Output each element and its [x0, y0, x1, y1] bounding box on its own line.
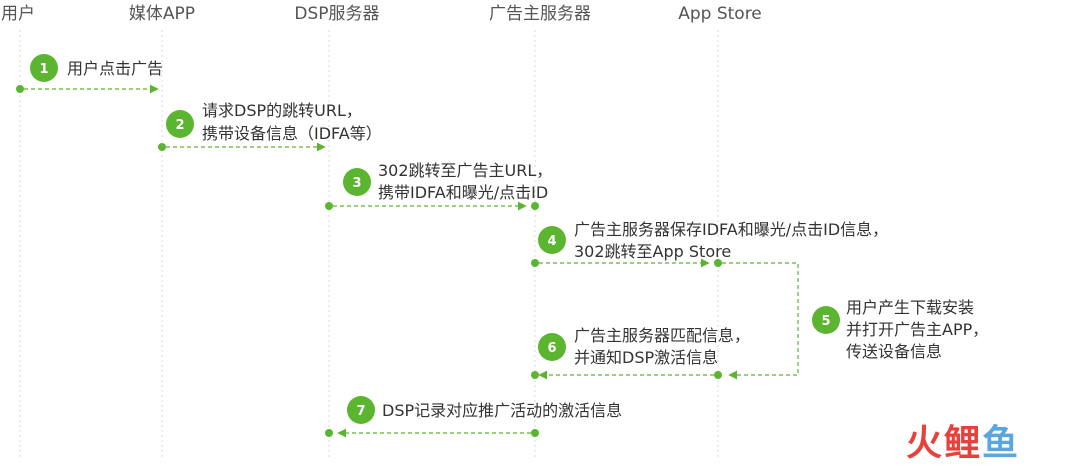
actor-media-app: 媒体APP	[129, 4, 195, 24]
step-label-line-1: 广告主服务器匹配信息，	[574, 326, 750, 345]
step-6: 6 广告主服务器匹配信息， 并通知DSP激活信息	[531, 326, 750, 380]
actor-advertiser-server: 广告主服务器	[489, 4, 591, 24]
actor-headers: 用户 媒体APP DSP服务器 广告主服务器 App Store	[1, 4, 762, 24]
step-start-dot	[714, 371, 722, 379]
actor-dsp-server: DSP服务器	[294, 4, 379, 24]
step-badge	[538, 333, 566, 361]
step-start-dot	[158, 143, 166, 151]
step-label-line-1: 用户产生下载安装	[846, 298, 974, 317]
step-number: 6	[547, 341, 556, 356]
step-1: 1 用户点击广告	[16, 54, 163, 94]
step-badge	[30, 54, 58, 82]
step-label: 用户点击广告	[67, 59, 163, 78]
watermark-char: 鱼	[982, 423, 1020, 464]
step-label-line-3: 传送设备信息	[846, 342, 942, 361]
step-badge	[166, 110, 194, 138]
step-label-line-2: 并打开广告主APP，	[846, 320, 988, 339]
step-label-line-2: 302跳转至App Store	[574, 242, 731, 261]
lifelines	[19, 30, 719, 460]
step-badge	[538, 226, 566, 254]
step-number: 3	[352, 176, 361, 191]
step-7: 7 DSP记录对应推广活动的激活信息	[325, 396, 622, 438]
step-label-line-1: 302跳转至广告主URL，	[378, 161, 552, 180]
step-number: 5	[821, 314, 830, 329]
step-number: 4	[547, 234, 556, 249]
step-label: DSP记录对应推广活动的激活信息	[382, 401, 622, 420]
step-number: 2	[175, 118, 184, 133]
step-end-dot	[714, 259, 722, 267]
actor-app-store: App Store	[678, 4, 762, 24]
step-number: 7	[356, 404, 365, 419]
step-badge	[812, 306, 840, 334]
step-3: 3 302跳转至广告主URL， 携带IDFA和曝光/点击ID	[325, 161, 552, 211]
step-start-dot	[325, 202, 333, 210]
step-label-line-1: 广告主服务器保存IDFA和曝光/点击ID信息，	[574, 220, 888, 239]
step-4: 4 广告主服务器保存IDFA和曝光/点击ID信息， 302跳转至App Stor…	[531, 220, 888, 268]
watermark-logo: 火鲤鱼	[906, 423, 1020, 464]
step-loop-arrow	[722, 262, 799, 380]
step-end-dot	[531, 202, 539, 210]
step-start-dot	[531, 259, 539, 267]
step-badge	[343, 168, 371, 196]
step-start-dot	[531, 429, 539, 437]
step-number: 1	[39, 62, 48, 77]
watermark-char: 火	[906, 423, 944, 464]
step-label-line-2: 并通知DSP激活信息	[574, 348, 718, 367]
step-label-line-1: 请求DSP的跳转URL，	[202, 101, 362, 120]
step-end-dot	[531, 371, 539, 379]
step-end-dot	[325, 429, 333, 437]
step-label-line-2: 携带IDFA和曝光/点击ID	[378, 183, 548, 202]
actor-user: 用户	[1, 4, 35, 24]
step-badge	[347, 396, 375, 424]
step-2: 2 请求DSP的跳转URL， 携带设备信息（IDFA等）	[158, 101, 382, 152]
step-start-dot	[16, 85, 24, 93]
step-5: 5 用户产生下载安装 并打开广告主APP， 传送设备信息	[722, 262, 988, 380]
watermark-char: 鲤	[944, 423, 982, 464]
step-label-line-2: 携带设备信息（IDFA等）	[202, 124, 382, 143]
